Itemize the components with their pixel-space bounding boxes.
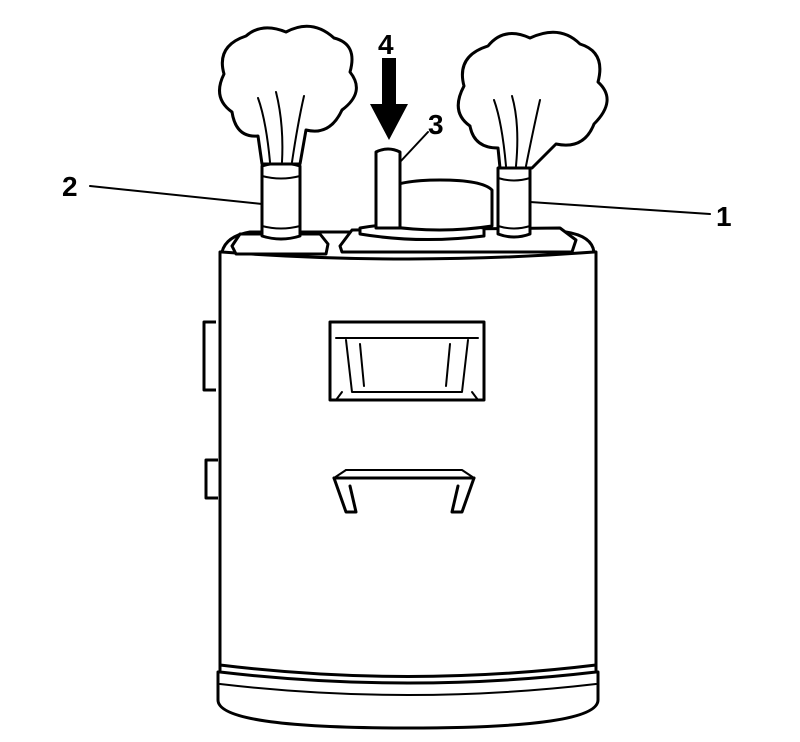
canister-base-ring-line: [219, 683, 597, 696]
port-1: [496, 163, 532, 239]
callout-1: 1: [716, 201, 732, 232]
center-cap: [384, 178, 494, 232]
canister-shell: [218, 240, 598, 685]
canister: [202, 230, 600, 730]
callout-4: 4: [378, 29, 394, 60]
leader-line-1: [529, 201, 711, 215]
top-fittings: [230, 147, 578, 256]
canister-base-ring: [216, 670, 600, 730]
lower-clip: [332, 469, 476, 514]
side-tab-lower: [204, 458, 218, 500]
upper-bracket: [328, 320, 486, 402]
vapor-cloud-right: [456, 30, 609, 170]
vapor-cloud-left: [218, 24, 358, 166]
leader-line-2: [89, 185, 263, 205]
flow-arrow: [370, 58, 408, 140]
callout-2: 2: [62, 171, 78, 202]
side-tab-upper: [202, 320, 216, 392]
port-3: [374, 147, 402, 230]
leader-line-3: [399, 131, 429, 163]
callout-3: 3: [428, 109, 444, 140]
port-2: [260, 161, 302, 241]
left-plate: [230, 232, 330, 256]
canister-bottom-edge: [218, 663, 598, 678]
